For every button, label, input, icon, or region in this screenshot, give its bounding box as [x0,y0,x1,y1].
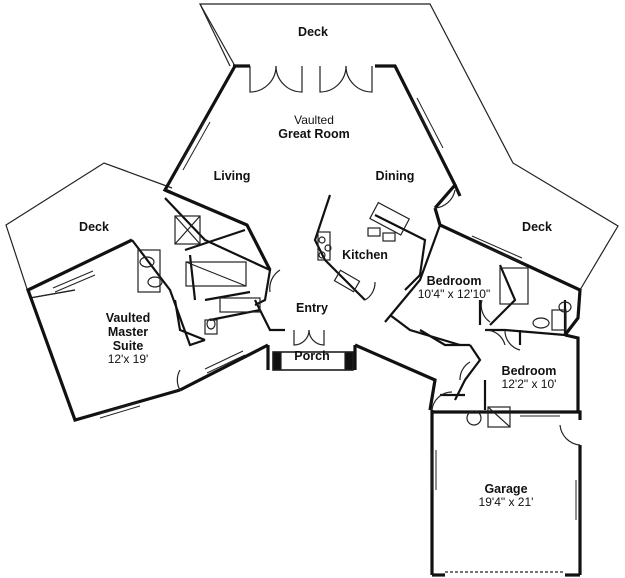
deck-right-label: Deck [522,220,552,234]
interior-walls [131,194,567,410]
garage-size: 19'4" x 21' [478,495,534,509]
master-suite-label: Vaulted Master Suite 12'x 19' [106,311,150,366]
dining-label: Dining [375,169,415,183]
bedroom2-name: Bedroom [501,364,557,378]
bedroom1-label: Bedroom 10'4" x 12'10" [418,274,491,301]
garage-name: Garage [484,482,528,496]
fixtures [137,201,572,573]
bedroom2-label: Bedroom 12'2" x 10' [502,364,557,391]
porch-label: Porch [294,349,330,363]
great-room-line2: Great Room [278,127,350,142]
entry-label: Entry [296,301,328,315]
great-room-label: Vaulted Great Room [278,113,350,142]
master-line3: Suite [112,339,144,353]
garage-label: Garage 19'4" x 21' [479,482,534,509]
deck-outline [5,3,619,299]
master-line1: Vaulted [105,311,151,325]
master-line2: Master [107,325,149,339]
master-size: 12'x 19' [107,352,149,366]
bedroom1-size: 10'4" x 12'10" [417,287,491,301]
great-room-line1: Vaulted [294,113,334,127]
deck-top-label: Deck [298,25,328,39]
doors [176,65,581,446]
deck-left-label: Deck [79,220,109,234]
bedroom1-name: Bedroom [426,274,482,288]
bedroom2-size: 12'2" x 10' [501,377,557,391]
kitchen-label: Kitchen [342,248,388,262]
living-label: Living [213,169,251,183]
windows [52,97,581,520]
